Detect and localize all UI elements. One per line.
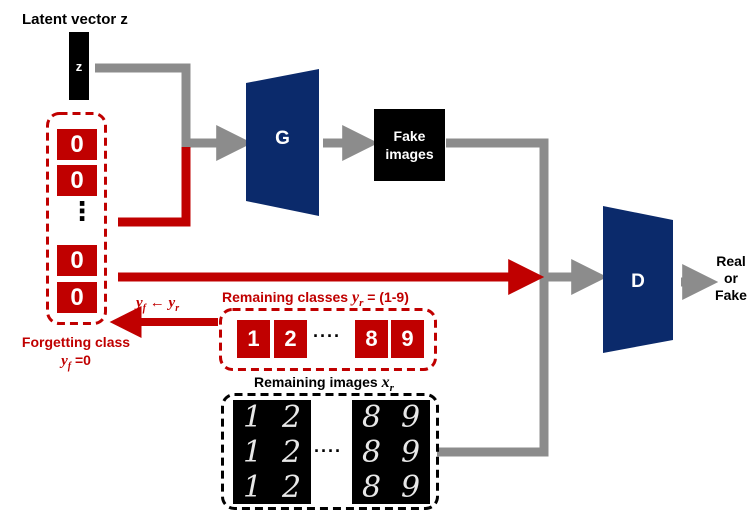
remaining-classes-sub: r	[359, 296, 364, 309]
z-label: z	[75, 58, 83, 74]
forgetting-class-text: Forgetting class	[21, 334, 131, 350]
remaining-images-text: Remaining images	[254, 374, 378, 390]
relabel-arrow-glyph: ←	[149, 295, 165, 311]
onehot-to-generator-connector	[118, 147, 191, 227]
relabel-rhs-sub: r	[175, 303, 180, 314]
remaining-images-label: Remaining images xr	[254, 374, 394, 394]
digit-image: 8	[352, 470, 391, 505]
latent-vector-title: Latent vector z	[22, 11, 128, 28]
digit-image: 2	[272, 435, 311, 470]
digit-image: 9	[391, 470, 430, 505]
onehot-cell: 0	[57, 165, 97, 196]
remaining-images-left-grid: 1 2 1 2 1 2	[233, 400, 311, 505]
relabel-lhs: y	[136, 295, 143, 311]
onehot-cell: 0	[57, 282, 97, 313]
relabel-label: yf ← yr	[136, 295, 179, 314]
remaining-classes-box	[219, 308, 437, 371]
digit-image: 2	[272, 470, 311, 505]
digit-image: 1	[233, 400, 272, 435]
forgetting-sub: f	[67, 360, 72, 372]
remaining-images-var: x	[381, 374, 390, 391]
remaining-classes-label: Remaining classes yr = (1-9)	[222, 289, 409, 309]
remaining-images-box	[221, 393, 439, 510]
onehot-ellipsis: ⋮	[69, 196, 95, 226]
output-label: Real or Fake	[715, 253, 747, 303]
digit-image: 1	[233, 435, 272, 470]
onehot-group-box	[46, 112, 107, 325]
class-cell: 2	[274, 320, 307, 358]
onehot-cell: 0	[57, 245, 97, 276]
relabel-rhs: y	[168, 295, 176, 311]
fake-to-discriminator-line	[446, 138, 549, 277]
generator-label: G	[275, 128, 290, 149]
digit-image: 8	[352, 435, 391, 470]
digit-image: 2	[272, 400, 311, 435]
onehot-cell: 0	[57, 129, 97, 160]
forgetting-class-label: Forgetting class yf =0	[12, 334, 140, 373]
forgetting-var: y	[61, 352, 68, 369]
digit-image: 8	[352, 400, 391, 435]
discriminator-block	[603, 206, 673, 353]
fake-images-box: Fake images	[374, 109, 445, 181]
generator-block	[246, 69, 319, 216]
z-to-generator-arrow	[95, 63, 253, 161]
forgetting-value: =0	[74, 351, 91, 368]
digit-image: 1	[233, 470, 272, 505]
images-ellipsis: ····	[314, 441, 342, 461]
real-to-discriminator-line	[437, 277, 549, 457]
remaining-classes-var: y	[351, 289, 360, 306]
class-cell: 8	[355, 320, 388, 358]
class-cell: 1	[237, 320, 270, 358]
remaining-classes-text: Remaining classes	[222, 289, 349, 305]
remaining-classes-value: = (1-9)	[367, 289, 409, 305]
class-ellipsis: ····	[313, 326, 341, 346]
digit-image: 9	[391, 400, 430, 435]
remaining-images-right-grid: 8 9 8 9 8 9	[352, 400, 430, 505]
digit-image: 9	[391, 435, 430, 470]
relabel-lhs-sub: f	[142, 303, 147, 314]
remaining-images-sub: r	[389, 381, 394, 394]
discriminator-label: D	[631, 271, 645, 292]
z-vector-box: z	[69, 32, 89, 100]
class-cell: 9	[391, 320, 424, 358]
